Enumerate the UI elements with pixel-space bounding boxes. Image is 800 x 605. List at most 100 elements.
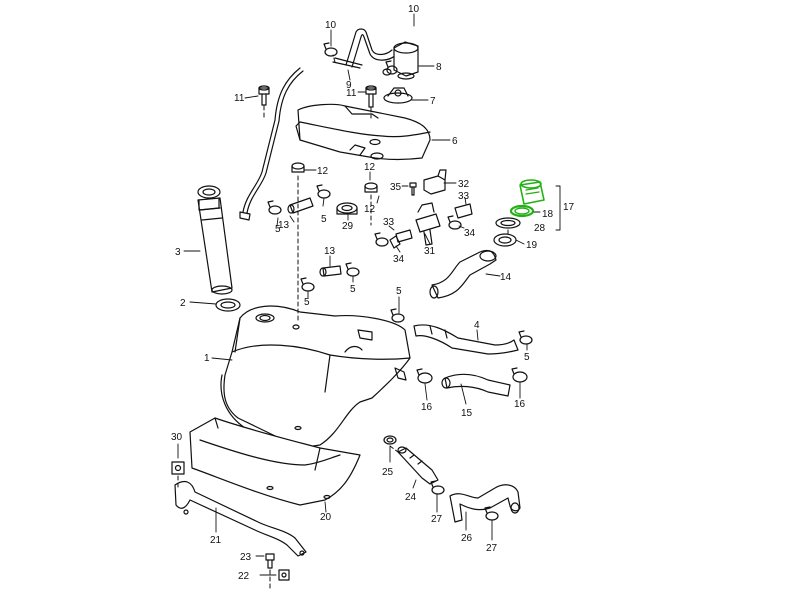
clamp-part-5f[interactable]	[518, 330, 533, 345]
label-27a: 27	[431, 514, 443, 525]
label-33b: 33	[458, 191, 470, 202]
label-7: 7	[430, 96, 436, 107]
label-32: 32	[458, 179, 470, 190]
hose-part-26[interactable]	[449, 484, 521, 523]
label-33a: 33	[383, 217, 395, 228]
t-piece-part-31[interactable]	[415, 202, 441, 246]
label-4: 4	[474, 320, 480, 331]
clamp-part-5e[interactable]	[390, 308, 405, 323]
label-20: 20	[320, 512, 332, 523]
filler-hose-part-14[interactable]	[429, 249, 497, 299]
label-18: 18	[542, 209, 554, 220]
fuel-tank-part-1[interactable]	[220, 305, 411, 449]
seal-ring-part-18[interactable]	[509, 204, 535, 218]
vent-hose-part-9[interactable]	[332, 28, 397, 69]
label-2: 2	[180, 298, 186, 309]
gasket-part-28[interactable]	[495, 217, 521, 229]
nut-part-30[interactable]	[171, 461, 185, 475]
label-11b: 11	[346, 88, 357, 99]
clamp-part-16a[interactable]	[416, 368, 433, 384]
valve-part-32[interactable]	[423, 169, 447, 195]
label-22: 22	[238, 571, 250, 582]
label-26: 26	[461, 533, 473, 544]
clamp-part-16b[interactable]	[511, 367, 528, 383]
label-11a: 11	[234, 93, 245, 104]
fuel-cap-part-17[interactable]	[519, 179, 545, 205]
label-19: 19	[526, 240, 538, 251]
label-28: 28	[534, 223, 546, 234]
label-12c: 12	[364, 162, 376, 173]
label-16a: 16	[421, 402, 433, 413]
label-10b: 10	[408, 4, 420, 15]
callout-labels: 1 2 3 4 5 5 5 5 5 5 6 7 8 9 10 10 11 11 …	[171, 4, 575, 582]
tank-strap-part-21[interactable]	[174, 480, 307, 557]
label-30: 30	[171, 432, 183, 443]
bolt-part-23[interactable]	[265, 553, 275, 569]
mount-part-7[interactable]	[383, 87, 413, 104]
bolt-part-11a[interactable]	[258, 85, 270, 106]
bolt-part-11b[interactable]	[365, 85, 377, 108]
grommet-part-12a[interactable]	[291, 162, 305, 173]
label-5c: 5	[304, 297, 310, 308]
label-13a: 13	[278, 220, 290, 231]
label-3: 3	[175, 247, 181, 258]
o-ring-part-25[interactable]	[383, 435, 397, 445]
label-15: 15	[461, 408, 473, 419]
label-23: 23	[240, 552, 252, 563]
clamp-part-27a[interactable]	[430, 480, 445, 495]
label-27b: 27	[486, 543, 498, 554]
label-13b: 13	[324, 246, 336, 257]
assembly-guides	[177, 54, 509, 591]
label-8: 8	[436, 62, 442, 73]
clamp-part-5d[interactable]	[345, 262, 360, 277]
hose-part-15[interactable]	[441, 373, 511, 397]
label-34b: 34	[464, 228, 476, 239]
skid-plate-part-20[interactable]	[189, 417, 361, 506]
label-34a: 34	[393, 254, 405, 265]
clamp-part-34a[interactable]	[374, 232, 389, 247]
hose-part-13b[interactable]	[319, 265, 342, 277]
ring-part-19[interactable]	[493, 233, 517, 247]
seal-ring-part-2[interactable]	[215, 298, 241, 312]
label-5f: 5	[524, 352, 530, 363]
fitting-near-34[interactable]	[389, 235, 401, 249]
label-12a: 12	[317, 166, 329, 177]
clamp-part-5b[interactable]	[316, 184, 331, 199]
label-31: 31	[424, 246, 436, 257]
sender-part-29[interactable]	[336, 202, 358, 215]
clamp-near-9[interactable]	[382, 68, 392, 76]
clamp-part-10b[interactable]	[385, 60, 398, 75]
label-21: 21	[210, 535, 222, 546]
label-35: 35	[390, 182, 402, 193]
clamp-part-5c[interactable]	[300, 277, 315, 292]
screw-part-35[interactable]	[409, 182, 417, 196]
clamp-part-34b[interactable]	[447, 215, 462, 230]
label-10a: 10	[325, 20, 337, 31]
clamp-part-5a[interactable]	[267, 200, 282, 215]
filler-neck-part-3[interactable]	[197, 185, 233, 295]
nut-part-22[interactable]	[278, 569, 290, 581]
label-6: 6	[452, 136, 458, 147]
breather-line[interactable]	[239, 67, 304, 221]
label-24: 24	[405, 492, 417, 503]
label-5e: 5	[396, 286, 402, 297]
valve-part-8[interactable]	[393, 41, 419, 80]
pump-part-24[interactable]	[397, 446, 439, 485]
label-9: 9	[346, 80, 352, 91]
hose-part-13a[interactable]	[287, 197, 314, 214]
label-5d: 5	[350, 284, 356, 295]
hose-part-33b[interactable]	[454, 203, 473, 219]
grommet-part-12c[interactable]	[369, 138, 381, 146]
label-17: 17	[563, 202, 575, 213]
label-14: 14	[500, 272, 512, 283]
label-5a: 5	[275, 224, 281, 235]
expansion-tank-part-6[interactable]	[295, 103, 431, 161]
label-25: 25	[382, 467, 394, 478]
clamp-part-10a[interactable]	[323, 42, 338, 57]
label-29: 29	[342, 221, 354, 232]
hose-part-4[interactable]	[413, 324, 519, 355]
label-12b: 12	[364, 204, 376, 215]
grommet-part-12b[interactable]	[364, 182, 378, 193]
